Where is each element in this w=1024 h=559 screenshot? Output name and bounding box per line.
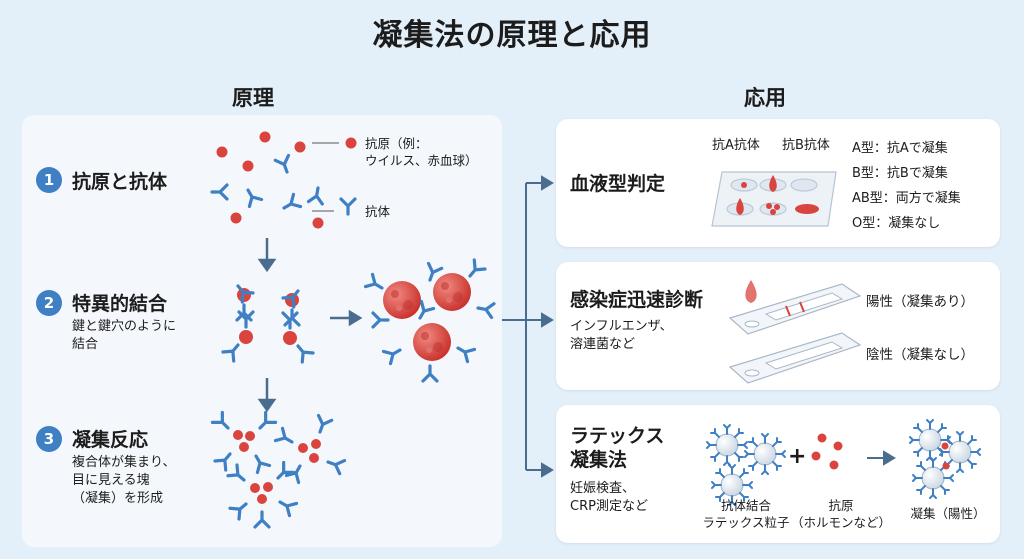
latex-desc: 妊娠検査、 CRP測定など bbox=[570, 480, 648, 516]
latex-title: ラテックス 凝集法 bbox=[570, 424, 664, 472]
blood-typing-tray bbox=[711, 171, 837, 227]
negative-label: 陰性（凝集なし） bbox=[866, 347, 974, 363]
rapid-test-title: 感染症迅速診断 bbox=[570, 289, 704, 311]
latex-result-label: 凝集（陽性） bbox=[910, 506, 986, 521]
result-ab: AB型：両方で凝集 bbox=[852, 191, 961, 206]
blood-type-title: 血液型判定 bbox=[570, 173, 666, 195]
latex-particle-label-line-1: 抗体結合 bbox=[720, 498, 771, 513]
page-title: 凝集法の原理と応用 bbox=[372, 18, 652, 53]
antigen-dots-step1 bbox=[216, 131, 357, 229]
step-2-desc-line-2: 結合 bbox=[72, 337, 99, 352]
step-3-desc-line-3: （凝集）を形成 bbox=[72, 491, 164, 506]
antigen-legend-line-2: ウイルス、赤血球） bbox=[365, 153, 478, 168]
positive-label: 陽性（凝集あり） bbox=[866, 294, 974, 310]
step-3-desc-line-1: 複合体が集まり、 bbox=[72, 455, 176, 470]
result-o: O型：凝集なし bbox=[852, 216, 941, 231]
blood-type-results: A型：抗Aで凝集 B型：抗Bで凝集 AB型：両方で凝集 O型：凝集なし bbox=[852, 136, 961, 236]
latex-particle-label-line-2: ラテックス粒子 bbox=[702, 515, 790, 530]
antibody-legend-icon bbox=[339, 197, 357, 216]
latex-antigen-label-line-1: 抗原 bbox=[828, 498, 854, 513]
rapid-test-desc-line-1: インフルエンザ、 bbox=[570, 319, 673, 334]
step-3-desc: 複合体が集まり、 目に見える塊 （凝集）を形成 bbox=[72, 454, 175, 508]
step-3-title: 凝集反応 bbox=[72, 429, 149, 451]
binding-pairs bbox=[221, 279, 315, 364]
result-b: B型：抗Bで凝集 bbox=[852, 166, 948, 181]
antibody-legend: 抗体 bbox=[365, 204, 391, 219]
step-2-title: 特異的結合 bbox=[72, 293, 168, 315]
latex-antigen-label-line-2: （ホルモンなど） bbox=[790, 515, 891, 530]
latex-particles bbox=[706, 424, 786, 506]
latex-title-line-1: ラテックス bbox=[570, 425, 665, 447]
step-1-badge: 1 bbox=[36, 167, 62, 193]
antibodies-step1 bbox=[210, 153, 357, 216]
latex-aggregate bbox=[909, 419, 981, 499]
aggregate-blobs bbox=[363, 258, 496, 383]
antigen-legend-dot bbox=[345, 137, 357, 149]
rapid-test-desc-line-2: 溶連菌など bbox=[570, 337, 636, 352]
anti-b-label: 抗B抗体 bbox=[782, 138, 830, 153]
step-2-desc-line-1: 鍵と鍵穴のように bbox=[72, 319, 177, 334]
step-2-badge: 2 bbox=[36, 290, 62, 316]
antigen-legend-line-1: 抗原（例： bbox=[365, 136, 428, 151]
latex-antigen-label: 抗原 （ホルモンなど） bbox=[786, 497, 896, 531]
plus-sign: + bbox=[788, 444, 807, 469]
section-title-application: 応用 bbox=[744, 86, 786, 110]
latex-desc-line-1: 妊娠検査、 bbox=[570, 481, 636, 496]
latex-antigens bbox=[811, 433, 843, 470]
step-2-desc: 鍵と鍵穴のように 結合 bbox=[72, 318, 176, 354]
latex-particle-label: 抗体結合 ラテックス粒子 bbox=[686, 497, 806, 531]
step-3-desc-line-2: 目に見える塊 bbox=[72, 473, 150, 488]
latex-desc-line-2: CRP測定など bbox=[570, 499, 648, 514]
latex-title-line-2: 凝集法 bbox=[570, 449, 628, 471]
agglutination-clusters bbox=[210, 410, 347, 529]
rapid-test-desc: インフルエンザ、 溶連菌など bbox=[570, 318, 673, 354]
test-strips bbox=[728, 280, 862, 384]
antigen-legend: 抗原（例： ウイルス、赤血球） bbox=[365, 135, 478, 169]
result-a: A型：抗Aで凝集 bbox=[852, 141, 948, 156]
step-1-title: 抗原と抗体 bbox=[72, 171, 168, 193]
step-3-badge: 3 bbox=[36, 426, 62, 452]
anti-a-label: 抗A抗体 bbox=[712, 138, 760, 153]
section-title-principle: 原理 bbox=[232, 86, 274, 110]
